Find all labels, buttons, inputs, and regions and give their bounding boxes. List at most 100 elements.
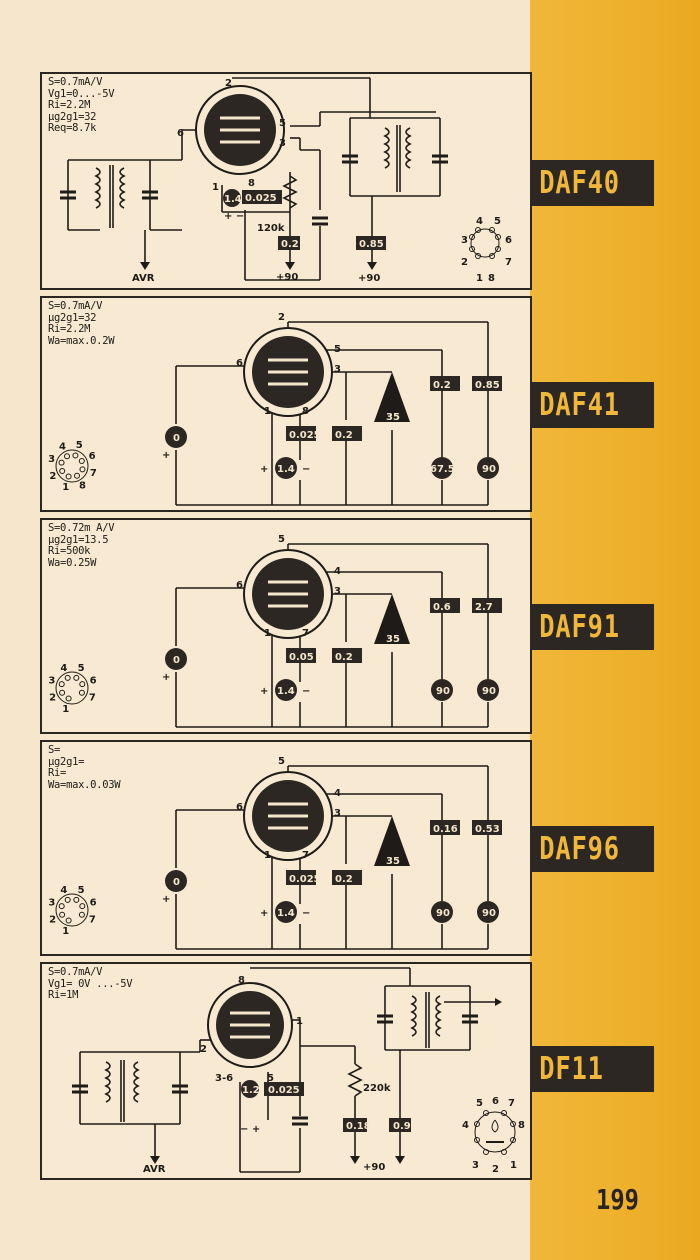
- current-value: 0.18: [346, 1121, 371, 1132]
- tube-label-daf91: DAF91: [531, 604, 654, 650]
- panel-df11: S=0.7mA/V Vg1= 0V ...-5V Ri=1M: [40, 962, 532, 1180]
- polarity-sign: +: [260, 908, 268, 919]
- current-value: 0.2: [335, 652, 353, 663]
- params-df11: S=0.7mA/V Vg1= 0V ...-5V Ri=1M: [48, 966, 133, 1002]
- circle-value: 90: [436, 686, 450, 697]
- param: Ri=2.2M: [48, 323, 91, 335]
- circle-value: 0: [173, 655, 180, 666]
- polarity-sign: + −: [224, 211, 244, 222]
- avr-label: AVR: [132, 273, 155, 284]
- pin-label: 7: [302, 628, 309, 639]
- svg-text:6: 6: [492, 1096, 499, 1107]
- socket-pin: 5: [76, 440, 83, 451]
- socket-pin: 1: [62, 482, 69, 493]
- pin-label: 3: [279, 138, 286, 149]
- pin-label: 2: [278, 312, 285, 323]
- param: Ri=500k: [48, 545, 91, 557]
- supply-voltage: +90: [276, 272, 298, 283]
- param: µg2g1=32: [48, 110, 97, 123]
- polarity-sign: −: [302, 464, 310, 475]
- svg-text:3: 3: [461, 235, 468, 246]
- pin-label: 5: [334, 344, 341, 355]
- current-value: 0.025: [289, 874, 321, 885]
- pin-label: 3: [334, 364, 341, 375]
- param: Wa=max.0.2W: [48, 334, 115, 347]
- circle-value: 90: [482, 908, 496, 919]
- circle-value: 90: [482, 464, 496, 475]
- pin-label: 3: [334, 586, 341, 597]
- socket-pin: 6: [90, 675, 97, 686]
- polarity-sign: +: [162, 672, 170, 683]
- tube-label-daf40: DAF40: [531, 160, 654, 206]
- socket-pin: 2: [49, 693, 56, 704]
- tube-label-daf41: DAF41: [531, 382, 654, 428]
- param: Wa=max.0.03W: [48, 778, 121, 791]
- param: µg2g1=13.5: [48, 533, 109, 546]
- current-value: 0.2: [335, 430, 353, 441]
- circle-value: 0: [173, 433, 180, 444]
- pin-label: 5: [267, 1073, 274, 1084]
- polarity-sign: +: [162, 450, 170, 461]
- pin-label: 1: [264, 628, 271, 639]
- circle-value: 0: [173, 877, 180, 888]
- params-daf91: S=0.72m A/V µg2g1=13.5 Ri=500k Wa=0.25W: [48, 522, 115, 569]
- current-value: 0.05: [289, 652, 314, 663]
- circle-value: 1.4: [277, 464, 295, 475]
- param: Vg1= 0V ...-5V: [48, 977, 133, 990]
- supply-voltage: +90: [358, 273, 380, 284]
- triangle-value: 35: [386, 856, 400, 867]
- polarity-sign: −: [302, 686, 310, 697]
- circle-value: 67.5: [430, 464, 455, 475]
- svg-text:3: 3: [472, 1160, 479, 1171]
- socket-pin: 6: [89, 451, 96, 462]
- pin-label: 3-6: [215, 1073, 233, 1084]
- pin-label: 4: [334, 566, 341, 577]
- current-value: 0.16: [433, 824, 458, 835]
- params-daf41: S=0.7mA/V µg2g1=32 Ri=2.2M Wa=max.0.2W: [48, 300, 115, 347]
- svg-text:7: 7: [508, 1098, 515, 1109]
- socket-pin: 3: [48, 454, 55, 465]
- pin-label: 2: [200, 1044, 207, 1055]
- svg-text:2: 2: [461, 257, 468, 268]
- param: Vg1=0...-5V: [48, 87, 115, 100]
- page-number: 199: [596, 1183, 639, 1216]
- socket-pin: 4: [60, 663, 67, 674]
- resistor-value: 120k: [257, 223, 285, 234]
- svg-text:1: 1: [476, 273, 483, 284]
- pin-label: 6: [177, 128, 184, 139]
- pin-label: 8: [238, 975, 245, 986]
- current-value: 2.7: [475, 602, 493, 613]
- circle-value: 90: [436, 908, 450, 919]
- current-value: 0.2: [335, 874, 353, 885]
- pin-label: 1: [264, 406, 271, 417]
- circle-value: 90: [482, 686, 496, 697]
- socket-pin: 3: [48, 897, 55, 908]
- pin-label: 8: [248, 178, 255, 189]
- param: S=: [48, 744, 61, 756]
- param: Wa=0.25W: [48, 556, 97, 569]
- circle-value: 1.4: [277, 686, 295, 697]
- polarity-sign: − +: [240, 1124, 260, 1135]
- pin-label: 6: [236, 358, 243, 369]
- resistor-value: 220k: [363, 1083, 391, 1094]
- current-value: 0.85: [359, 239, 384, 250]
- svg-text:8: 8: [488, 273, 495, 284]
- panel-daf40: S=0.7mA/V Vg1=0...-5V Ri=2.2M µg2g1=32 R…: [40, 72, 532, 290]
- socket-pin: 6: [90, 897, 97, 908]
- param: S=0.7mA/V: [48, 966, 103, 978]
- socket-pin: 7: [90, 468, 97, 479]
- param: Ri=: [48, 767, 67, 779]
- supply-voltage: +90: [363, 1162, 385, 1173]
- polarity-sign: +: [260, 464, 268, 475]
- svg-text:6: 6: [505, 235, 512, 246]
- pin-label: 6: [236, 580, 243, 591]
- param: Req=8.7k: [48, 122, 97, 134]
- circle-value: 1.4: [277, 908, 295, 919]
- socket-pin: 1: [62, 926, 69, 937]
- pin-label: 1: [296, 1016, 303, 1027]
